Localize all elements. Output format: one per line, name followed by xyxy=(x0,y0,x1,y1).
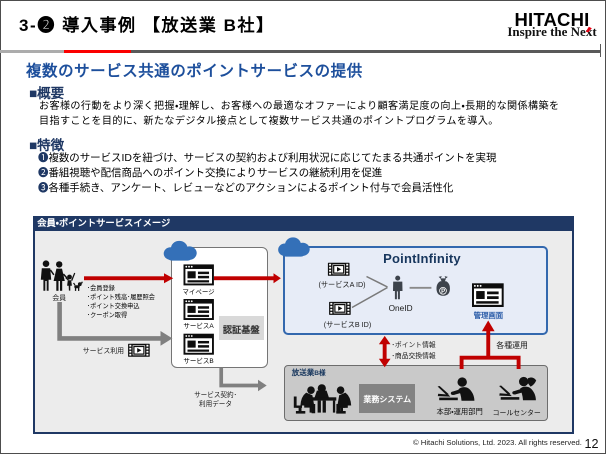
svg-text:P: P xyxy=(441,289,445,295)
